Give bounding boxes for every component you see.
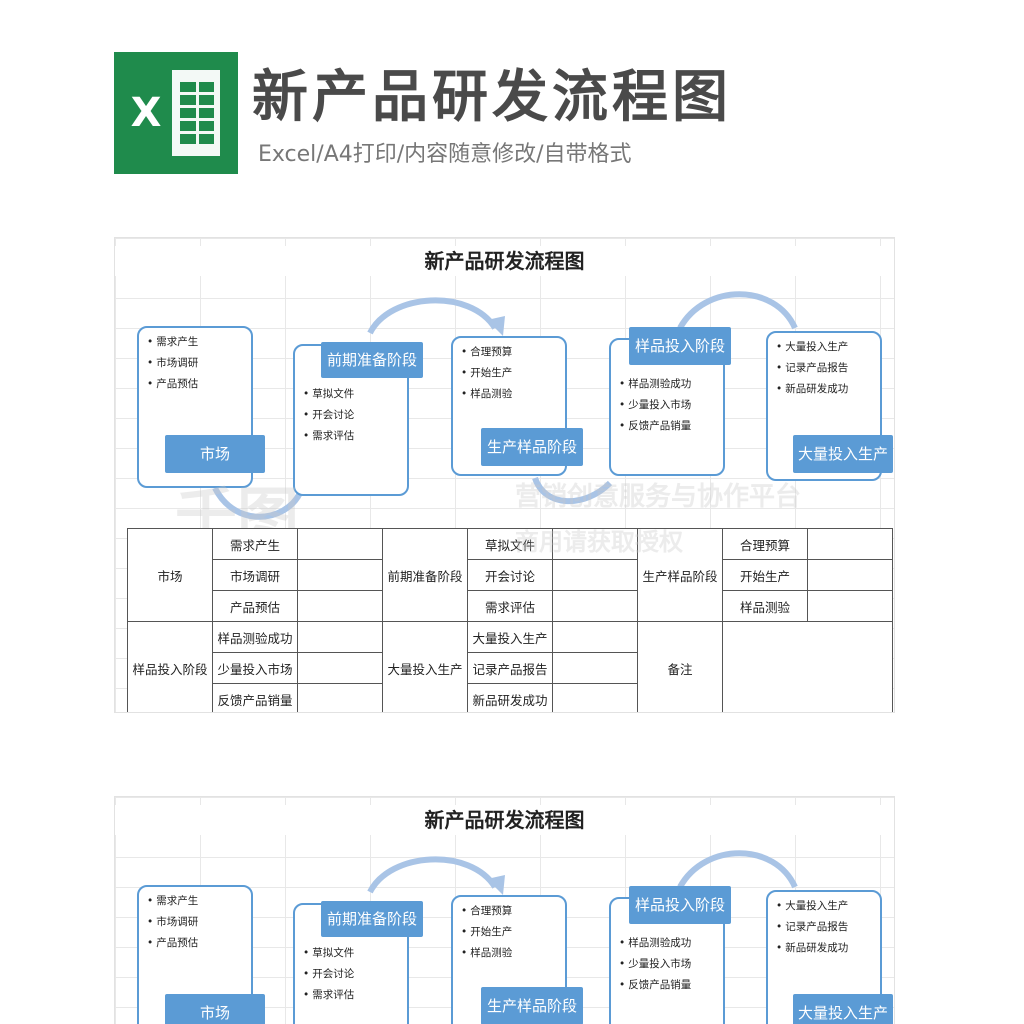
table-cell: 开会讨论 [467,559,553,591]
table-cell [552,590,638,622]
table-cell: 需求产生 [212,528,298,560]
table-cell [297,528,383,560]
table-cell: 市场调研 [212,559,298,591]
list-item: 大量投入生产 [768,337,880,358]
list-item: 合理预算 [453,342,565,363]
excel-grid-icon [180,82,214,144]
table-cell: 草拟文件 [467,528,553,560]
list-item: 产品预估 [139,933,251,954]
list-item: 反馈产品销量 [611,975,723,996]
stage-tag-mass: 大量投入生产 [793,435,893,473]
table-cell [297,683,383,712]
table-cell: 记录产品报告 [467,652,553,684]
table-cell: 反馈产品销量 [212,683,298,712]
list-item: 草拟文件 [295,943,407,964]
list-item: 大量投入生产 [768,896,880,917]
stage-tag-sample: 生产样品阶段 [481,987,583,1024]
flow-arrows [212,291,798,520]
table-cell [297,559,383,591]
list-item: 样品测验成功 [611,374,723,395]
stage-tag-sample: 生产样品阶段 [481,428,583,466]
list-item: 反馈产品销量 [611,416,723,437]
flow-arrows [367,850,798,895]
table-cell: 大量投入生产 [382,621,468,712]
sheet-title: 新产品研发流程图 [115,805,894,835]
list-item: 开会讨论 [295,964,407,985]
excel-logo: X [114,52,238,174]
list-item: 需求评估 [295,985,407,1006]
table-cell: 新品研发成功 [467,683,553,712]
list-item: 新品研发成功 [768,379,880,400]
table-cell: 样品测验 [722,590,808,622]
list-item: 需求评估 [295,426,407,447]
page-title: 新产品研发流程图 [252,65,732,130]
table-cell [552,621,638,653]
table-cell: 大量投入生产 [467,621,553,653]
list-item: 市场调研 [139,353,251,374]
table-cell: 备注 [637,621,723,712]
list-item: 新品研发成功 [768,938,880,959]
list-item: 样品测验 [453,384,565,405]
stage-tag-prep: 前期准备阶段 [321,342,423,378]
list-item: 市场调研 [139,912,251,933]
table-cell: 合理预算 [722,528,808,560]
list-item: 样品测验成功 [611,933,723,954]
table-cell [297,621,383,653]
table-cell [297,590,383,622]
table-cell: 生产样品阶段 [637,528,723,622]
list-item: 样品测验 [453,943,565,964]
sheet-preview-2: 新产品研发流程图 需求产生 市场调研 产品预估 市场 草拟文件 开会讨论 需求评… [114,796,895,1024]
table-cell: 市场 [127,528,213,622]
summary-table: 市场 需求产生 前期准备阶段 草拟文件 生产样品阶段 合理预算 市场调研 开会讨… [127,528,893,712]
table-cell: 需求评估 [467,590,553,622]
table-cell: 产品预估 [212,590,298,622]
table-cell [722,621,893,712]
list-item: 少量投入市场 [611,954,723,975]
table-cell: 样品投入阶段 [127,621,213,712]
table-cell [552,528,638,560]
table-cell: 前期准备阶段 [382,528,468,622]
list-item: 产品预估 [139,374,251,395]
stage-tag-launch: 样品投入阶段 [629,327,731,365]
stage-tag-mass: 大量投入生产 [793,994,893,1024]
table-cell [807,528,893,560]
sheet-title: 新产品研发流程图 [115,246,894,276]
table-cell [552,559,638,591]
list-item: 需求产生 [139,332,251,353]
sheet-preview-1: 新产品研发流程图 需求产生 市场调研 产品预估 市场 草拟文件 开会讨论 需求评… [114,237,895,713]
table-cell: 样品测验成功 [212,621,298,653]
stage-tag-launch: 样品投入阶段 [629,886,731,924]
stage-tag-market: 市场 [165,994,265,1024]
stage-tag-market: 市场 [165,435,265,473]
stage-tag-prep: 前期准备阶段 [321,901,423,937]
list-item: 开始生产 [453,363,565,384]
table-cell [297,652,383,684]
page-subtitle: Excel/A4打印/内容随意修改/自带格式 [258,142,632,167]
table-cell: 开始生产 [722,559,808,591]
list-item: 开会讨论 [295,405,407,426]
list-item: 少量投入市场 [611,395,723,416]
table-cell: 少量投入市场 [212,652,298,684]
table-cell [552,683,638,712]
table-cell [807,559,893,591]
list-item: 需求产生 [139,891,251,912]
list-item: 记录产品报告 [768,358,880,379]
table-cell [552,652,638,684]
list-item: 开始生产 [453,922,565,943]
list-item: 合理预算 [453,901,565,922]
excel-x-icon: X [120,70,172,156]
list-item: 草拟文件 [295,384,407,405]
list-item: 记录产品报告 [768,917,880,938]
table-cell [807,590,893,622]
